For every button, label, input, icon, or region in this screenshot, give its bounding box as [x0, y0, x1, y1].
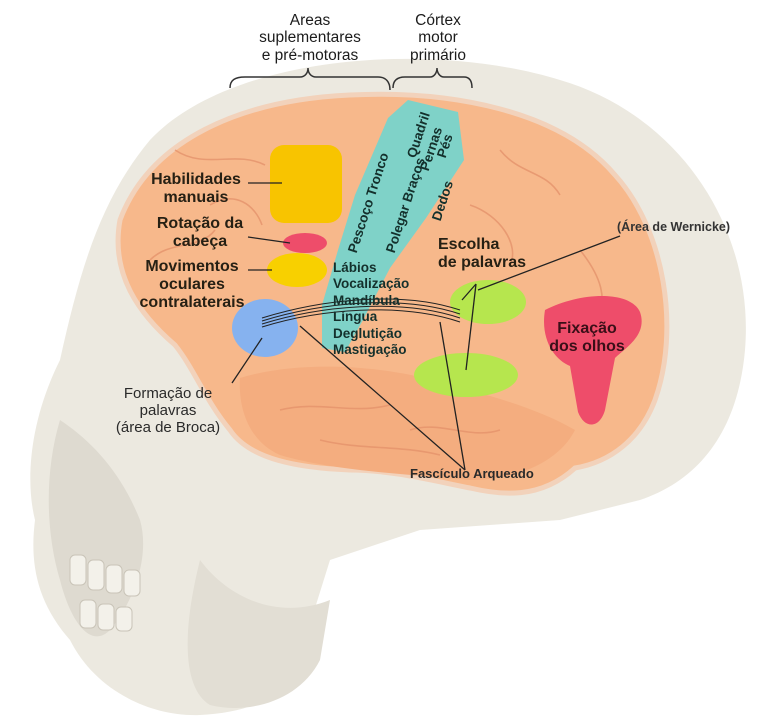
- header-primary-motor: Córtex motor primário: [400, 12, 476, 64]
- label-line: (área de Broca): [98, 420, 238, 437]
- motor-lower-item: Mandíbula: [333, 293, 409, 309]
- label-line: Fixação: [546, 320, 628, 338]
- label-broca: Formação de palavras (área de Broca): [98, 386, 238, 436]
- header-line: suplementares: [252, 29, 368, 46]
- label-line: dos olhos: [546, 338, 628, 356]
- label-escolha: Escolha de palavras: [438, 236, 526, 272]
- header-line: primário: [400, 47, 476, 64]
- label-fixacao: Fixação dos olhos: [546, 320, 628, 356]
- label-line: Movimentos: [136, 258, 248, 276]
- motor-lower-item: Mastigação: [333, 342, 409, 358]
- motor-lower-item: Lábios: [333, 260, 409, 276]
- label-wernicke: (Área de Wernicke): [617, 220, 730, 234]
- label-line: oculares: [136, 276, 248, 294]
- label-line: Rotação da: [152, 215, 248, 233]
- motor-lower-item: Deglutição: [333, 326, 409, 342]
- label-line: de palavras: [438, 254, 526, 272]
- label-line: contralaterais: [136, 294, 248, 312]
- header-line: Areas: [252, 12, 368, 29]
- label-line: Habilidades: [144, 171, 248, 189]
- label-fasciculo: Fascículo Arqueado: [410, 467, 534, 482]
- motor-lower-list: Lábios Vocalização Mandíbula Língua Degl…: [333, 260, 409, 358]
- label-line: palavras: [98, 403, 238, 420]
- habilidades-area: [270, 145, 342, 223]
- label-line: cabeça: [152, 233, 248, 251]
- label-line: Formação de: [98, 386, 238, 403]
- label-line: manuais: [144, 189, 248, 207]
- label-habilidades: Habilidades manuais: [144, 171, 248, 207]
- motor-lower-item: Vocalização: [333, 276, 409, 292]
- header-line: e pré-motoras: [252, 47, 368, 64]
- label-movimentos: Movimentos oculares contralaterais: [136, 258, 248, 312]
- wernicke-area: [414, 353, 518, 397]
- header-supplementary: Areas suplementares e pré-motoras: [252, 12, 368, 64]
- motor-lower-item: Língua: [333, 309, 409, 325]
- label-line: Escolha: [438, 236, 526, 254]
- header-line: Córtex: [400, 12, 476, 29]
- movimentos-area: [267, 253, 327, 287]
- header-line: motor: [400, 29, 476, 46]
- label-rotacao: Rotação da cabeça: [152, 215, 248, 251]
